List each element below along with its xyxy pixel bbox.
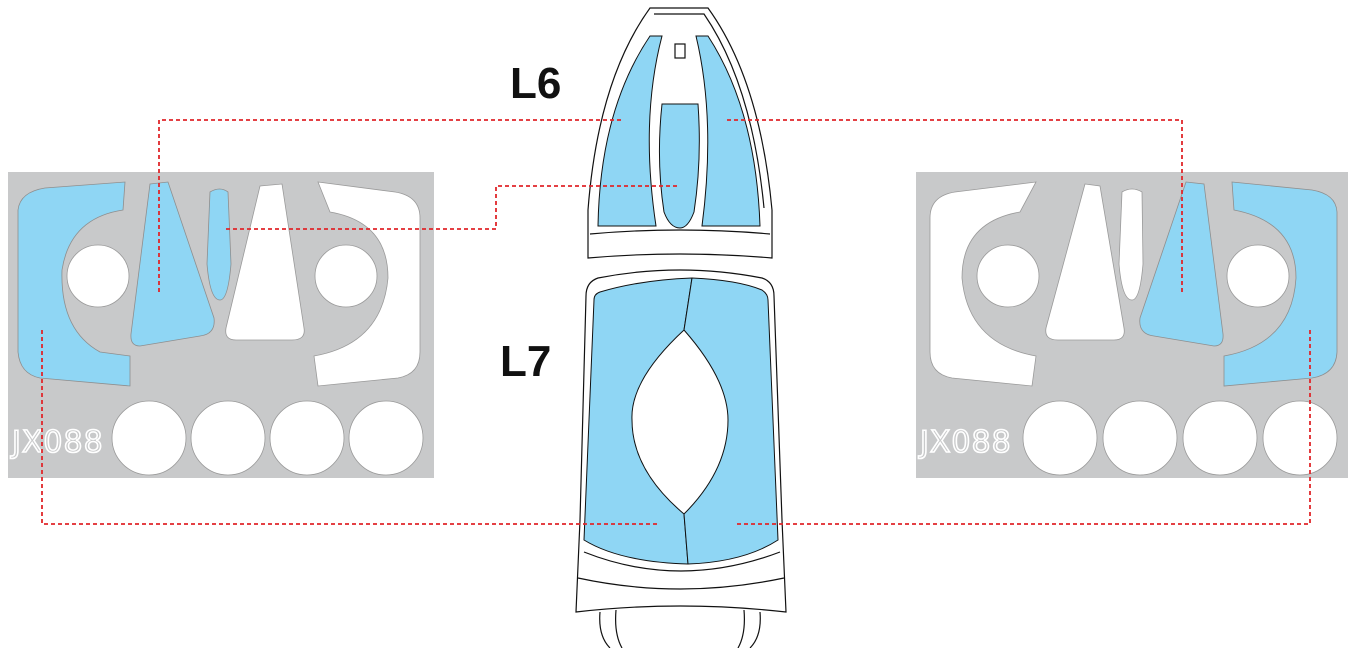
leader-left-c-to-l7: [41, 330, 660, 525]
left-mask-triangle-blue: [130, 181, 215, 347]
canopy-front-right-panel: [695, 35, 761, 227]
canopy-front-frame-base: [589, 229, 771, 235]
canopy-rear-lower-frame: [583, 551, 781, 572]
canopy-rear-right-panel: [683, 277, 779, 565]
left-mask-circle-small-2: [314, 244, 378, 308]
left-mask-circle-2: [190, 400, 266, 476]
right-mask-circle-3: [1182, 400, 1258, 476]
right-mask-circle-small-1: [976, 244, 1040, 308]
right-mask-circle-2: [1102, 400, 1178, 476]
leader-left-triangle-to-l6: [158, 119, 624, 292]
right-mask-c-shape-white: [929, 181, 1037, 387]
canopy-rear-left-panel: [583, 277, 693, 565]
canopy-front-small-marker: [674, 43, 686, 59]
right-mask-circle-small-2: [1226, 244, 1290, 308]
canopy-front-inner-outline: [654, 13, 765, 209]
canopy-rear-right-rail: [737, 609, 745, 648]
left-sheet-code: JX088: [10, 425, 104, 460]
left-mask-triangle-white: [225, 183, 305, 341]
part-label-l7: L7: [500, 337, 551, 386]
canopy-front-outline: [587, 7, 773, 259]
canopy-rear-left-rail: [599, 611, 611, 648]
leader-right-c-to-l7: [734, 330, 1311, 525]
right-mask-circle-4: [1262, 400, 1338, 476]
left-mask-circle-4: [348, 400, 424, 476]
right-mask-c-shape-blue: [1223, 181, 1338, 387]
left-mask-c-shape: [17, 181, 131, 387]
right-mask-triangle-white: [1045, 183, 1125, 341]
right-mask-sheet: JX088: [916, 172, 1348, 478]
left-mask-sheet: JX088: [8, 172, 434, 478]
right-sheet-code: JX088: [918, 425, 1012, 460]
leader-right-triangle-to-l6: [726, 119, 1183, 292]
left-mask-circle-1: [111, 400, 187, 476]
left-mask-sliver-blue: [206, 188, 232, 301]
left-mask-c-shape-white: [313, 181, 421, 387]
canopy-rear-outline: [575, 269, 787, 613]
left-mask-circle-3: [269, 400, 345, 476]
canopy-rear-left-rail-inner: [615, 609, 623, 648]
canopy-rear-l7: [575, 269, 787, 648]
canopy-front-l6: [587, 7, 773, 259]
left-mask-circle-small-1: [66, 244, 130, 308]
leader-lines: [41, 119, 1311, 525]
leader-left-sliver-to-l6-center: [226, 185, 678, 230]
right-mask-circle-1: [1022, 400, 1098, 476]
canopy-front-center-panel: [658, 103, 700, 229]
canopy-rear-right-rail-inner: [749, 611, 761, 648]
right-mask-sliver-white: [1118, 188, 1144, 301]
canopy-front-left-panel: [597, 35, 663, 227]
canopy-rear-bottom-frame: [577, 577, 785, 590]
part-label-l6: L6: [510, 59, 561, 108]
